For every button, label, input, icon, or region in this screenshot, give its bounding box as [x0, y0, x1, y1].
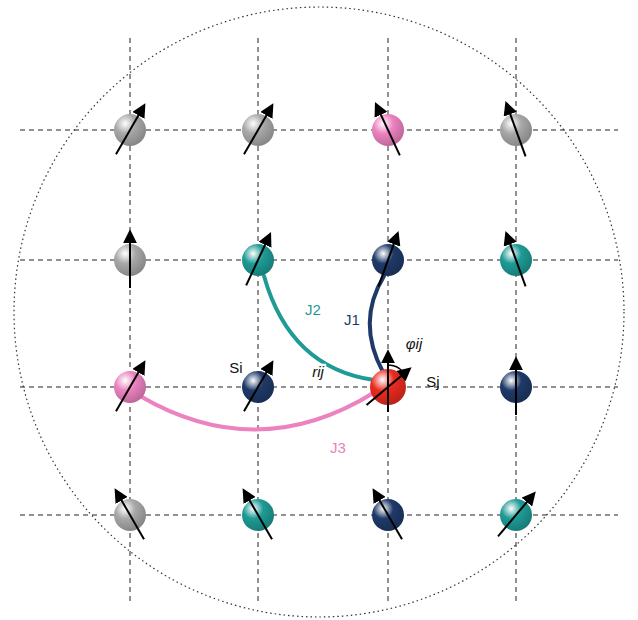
symbol-label: φij: [404, 336, 424, 353]
symbol-label: J1: [342, 312, 362, 329]
spin-arrow: [244, 363, 272, 411]
spin-arrow: [376, 105, 400, 156]
reference-axis: [387, 352, 389, 412]
coupling-arc: [370, 276, 384, 372]
spin-arrow: [374, 491, 402, 539]
symbol-label: J2: [303, 302, 323, 319]
spin-arrow: [129, 232, 131, 288]
boundary-circle: [14, 7, 624, 617]
symbol-label: rij: [310, 364, 326, 381]
spin-arrow: [506, 234, 525, 287]
spin-arrow: [515, 359, 517, 415]
spin-arrow: [116, 363, 144, 411]
symbol-label: Sj: [424, 374, 441, 391]
spin-arrow: [116, 106, 144, 154]
spin-arrow: [506, 104, 525, 157]
spin-arrow: [378, 234, 397, 287]
angle-arc: [388, 365, 403, 372]
spin-arrow: [244, 106, 272, 154]
spin-arrow: [246, 235, 270, 286]
symbol-label: Si: [227, 360, 244, 377]
spin-arrow: [498, 494, 534, 537]
lattice-grid: [20, 38, 618, 602]
coupling-arc: [264, 276, 374, 380]
spin-arrow: [116, 491, 144, 539]
spin-arrow: [244, 491, 272, 539]
symbol-label: J3: [328, 440, 348, 457]
